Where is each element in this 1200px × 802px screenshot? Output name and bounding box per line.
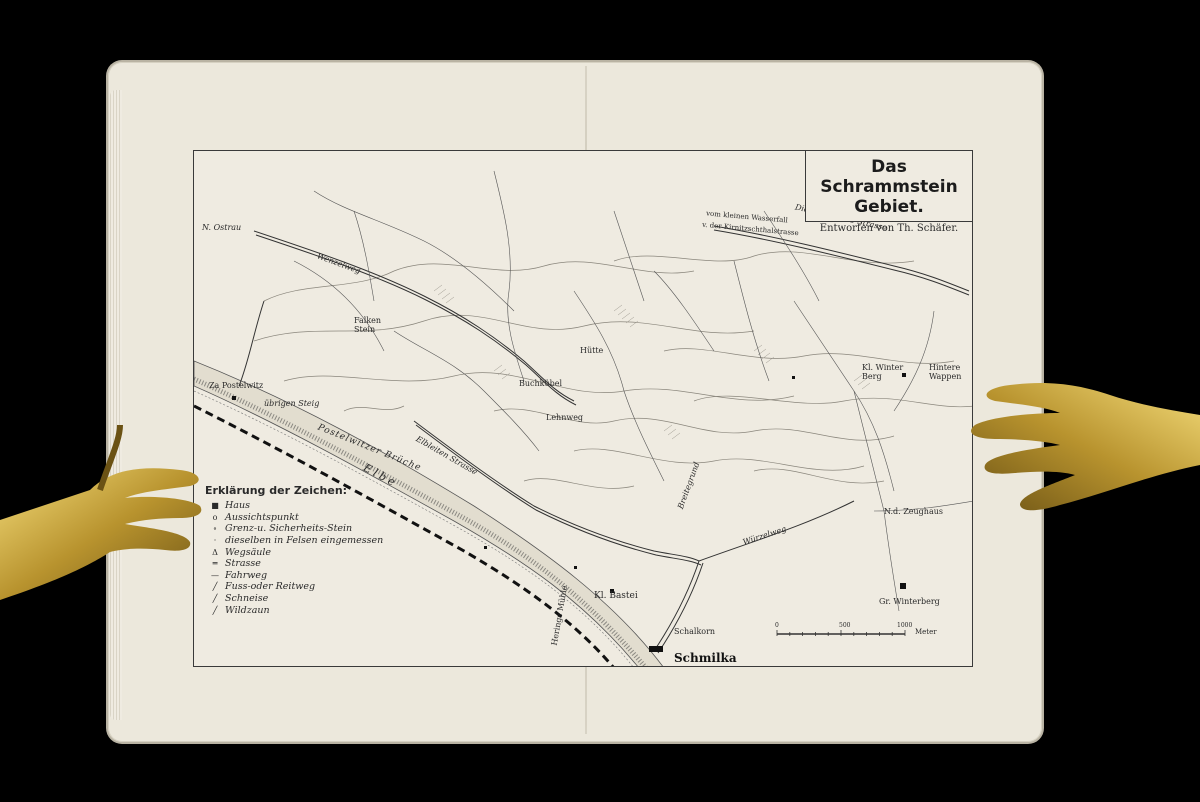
legend-symbol: — [211,570,219,580]
label-buchkubel: Buchkübel [519,379,563,388]
river-shore-line [194,390,633,666]
scale-tick: 500 [839,622,851,629]
legend-item: ∘Grenz-u. Sicherheits-Stein [205,523,405,535]
legend-item: ═Strasse [205,558,405,570]
legend-symbol: ╱ [212,594,218,604]
footpaths [293,170,972,612]
right-brass-hand [971,383,1200,511]
label-postelwitz: Za Postelwitz [209,381,264,390]
legend-item: ╱Schneise [205,593,405,605]
scale-tick: 1000 [897,622,913,629]
scale-tick: 0 [775,622,779,629]
left-brass-hand [0,424,202,600]
railway-line [194,404,615,666]
label-hutte: Hütte [580,346,604,355]
legend-symbol: o [212,512,218,522]
legend-symbol: ╱ [212,582,218,592]
legend-symbol: Δ [212,547,218,557]
legend-symbol: ■ [211,501,219,511]
legend-item: ╱Wildzaun [205,604,405,616]
label-n-ostrau: N. Ostrau [202,223,242,232]
elbe-river [194,360,663,666]
legend-item: ■Haus [205,500,405,512]
rock-hatching [433,284,871,440]
label-schalkorn: Schalkorn [674,627,716,636]
label-lehnweg: Lehnweg [546,413,584,422]
legend-symbol: · [213,536,217,546]
legend-item: —Fahrweg [205,570,405,582]
main-roads [238,225,970,654]
legend-item: ·dieselben in Felsen eingemessen [205,535,405,547]
label-kl-bastei: Kl. Bastei [594,591,638,601]
map-title: Das Schrammstein Gebiet. [820,157,958,217]
scale-bar-graphic [776,630,906,636]
legend-item: ╱Fuss-oder Reitweg [205,581,405,593]
label-ubrigen-steig: übrigen Steig [264,399,320,408]
map-drawing [194,170,972,666]
terrain-contours [253,251,972,489]
legend-title: Erklärung der Zeichen: [205,484,348,497]
label-kl-winterberg: Kl. Winter Berg [862,363,904,381]
label-zeughaus: N.d. Zeughaus [884,507,943,516]
label-gr-winterberg: Gr. Winterberg [879,597,940,606]
map-title-box: Das Schrammstein Gebiet. Entworfen von T… [805,150,973,234]
legend-symbol: ∘ [213,524,217,534]
legend-symbol: ╱ [212,605,218,615]
map-scale-bar: 0 500 1000 Meter [775,622,975,642]
house-markers [232,373,906,652]
label-schmilka: Schmilka [674,651,737,665]
map-author: Entworfen von Th. Schäfer. [819,223,959,234]
scale-unit: Meter [915,628,937,636]
label-hintere-wappen: Hintere Wappen [929,363,962,381]
map-frame: Za Postelwitz N. Ostrau Wenzelweg Elbe P… [193,150,973,667]
label-falkenstein: Falken Stein [354,316,382,334]
legend-symbol: ═ [212,559,218,569]
page-edges [110,90,122,720]
